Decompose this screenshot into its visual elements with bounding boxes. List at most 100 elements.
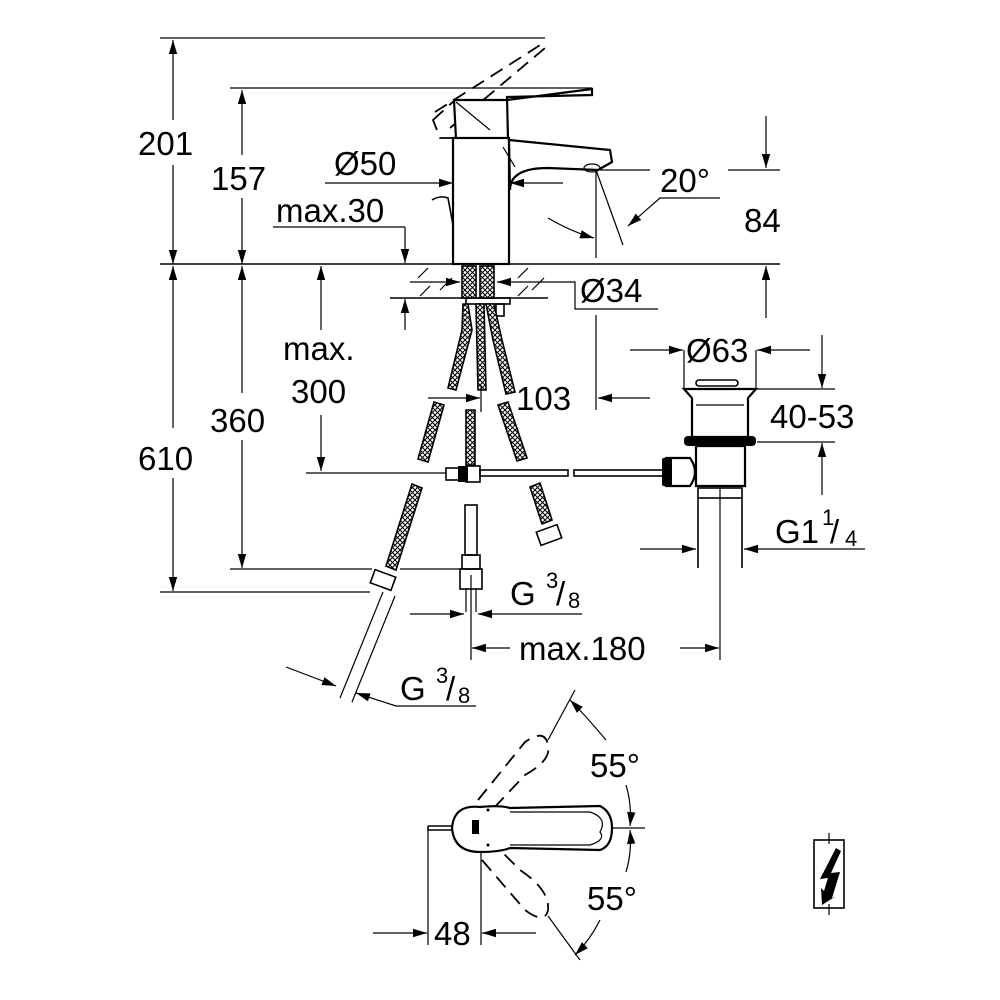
dimension-max-300: max. 300 [283,266,355,471]
leader-line [545,281,658,310]
label-157: 157 [211,160,266,197]
faucet-column [451,136,511,266]
hose-fitting-center [464,504,478,556]
fraction-slash: / [556,575,566,612]
lever-edge [455,101,491,131]
label-103: 103 [516,380,571,417]
dimension-610: 610 [138,266,370,593]
linkage-clamp [445,467,461,481]
label-fraction-num: 3 [546,568,558,593]
dimension-lever-height: 157 [211,87,592,264]
label-40-53: 40-53 [770,398,854,435]
lever-top-view [427,689,645,961]
countertop-section [160,263,780,317]
angle-arc-up [569,699,607,741]
waste-plug [695,379,739,387]
dimension-total-height: 201 [138,37,545,264]
label-55-up: 55° [590,747,640,784]
popup-rod-handle [431,196,454,226]
fraction-slash: / [446,670,456,707]
lever-body [450,804,614,854]
angle-extension [547,689,576,741]
hose-through-deck [461,265,477,299]
angle-arc-up [625,784,636,827]
dimension-body-diameter: Ø50 [325,145,563,188]
label-fraction-den: 8 [458,683,470,708]
label-55-down: 55° [587,880,637,917]
angle-arc-down [625,829,636,873]
lever-upper-position [477,734,550,813]
linkage-coupler [465,465,481,483]
label-20-degrees: 20° [660,162,710,199]
waste-rod-housing [664,456,697,488]
linkage-rod-2 [573,469,667,477]
label-g1: G1 [775,513,819,550]
label-48: 48 [434,915,471,952]
lightning-bolt-icon [813,833,845,915]
label-diameter-63: Ø63 [686,332,748,369]
angle-extension [547,915,581,961]
label-fraction-num: 3 [436,663,448,688]
dimension-spout-height: 84 [728,116,781,318]
label-300: 300 [291,373,346,410]
spout [507,138,614,191]
angle-arc-down [574,919,601,956]
aerator [583,163,601,173]
hose-tail-left [351,595,396,703]
dimension-connection-thread-1: G 3 / 8 [410,568,582,619]
waste-gasket [684,436,756,446]
hose-through-deck [479,265,495,299]
waste-flange [681,387,759,439]
lever-inner-outline [510,811,603,846]
spout-edge [502,146,516,168]
lever-indicator [472,820,479,834]
lever-screw [486,843,490,847]
label-g: G [510,575,536,612]
label-max-30: max.30 [276,192,384,229]
label-201: 201 [138,125,193,162]
label-fraction-num: 1 [822,505,834,530]
angle-line [595,169,624,246]
hose-center-mid [465,409,476,466]
mounting-nut [465,297,511,305]
lever-lower-position [481,839,549,919]
hose-tail-left [339,591,384,699]
dimension-waste-diameter: Ø63 [630,332,810,388]
label-max-180: max.180 [519,630,646,667]
dimension-360: 360 [210,266,460,570]
label-360: 360 [210,402,265,439]
fraction-slash: / [830,513,840,550]
hose-left-upper [447,303,473,391]
dimension-deck-thickness: max.30 [273,192,410,330]
hose-right-upper [485,303,516,395]
linkage-block [458,466,468,482]
label-diameter-34: Ø34 [580,272,642,309]
hose-left-lower [385,482,423,572]
dimension-lever-offset: 48 [373,915,536,952]
dimension-connection-thread-2: G 3 / 8 [285,663,476,708]
dimension-waste-thread: G1 1 / 4 [640,505,865,554]
label-84: 84 [744,202,781,239]
mounting-stud [495,303,505,317]
leader-line [355,692,476,707]
dimension-spout-angle: 20° [547,162,720,258]
label-diameter-50: Ø50 [334,145,396,182]
hose-left-mid [417,400,445,464]
leader-line [627,197,720,227]
label-g: G [400,670,426,707]
label-fraction-den: 8 [568,588,580,613]
hose-center-upper [475,303,487,391]
linkage-rod-1 [479,469,569,477]
faucet-body [431,41,614,266]
supply-hoses [339,303,563,703]
popup-rod-top [427,825,452,831]
angle-arc [547,217,595,239]
hose-right-lower [529,481,553,526]
waste-body [694,444,747,488]
label-max: max. [283,330,355,367]
dimension-lever-angles: 55° 55° [569,699,640,956]
dimension-max-180: max.180 [472,630,719,667]
lightning-bolt [820,848,841,905]
dimension-spout-reach: 103 [428,315,650,417]
